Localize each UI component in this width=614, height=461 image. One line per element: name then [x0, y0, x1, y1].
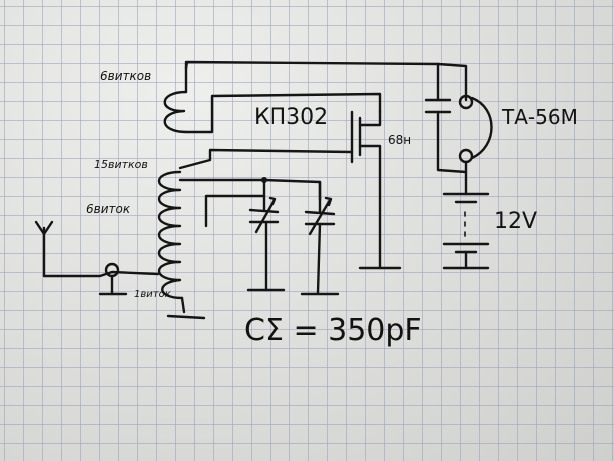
upper-coil-out	[184, 92, 382, 134]
fet-transistor-icon	[350, 110, 382, 270]
gate-wire	[178, 148, 354, 170]
capacitor-68n	[424, 62, 468, 174]
label-headphones: ТА-56М	[501, 105, 578, 129]
label-capacitor-small: 68н	[388, 133, 411, 147]
ground-icon	[98, 262, 128, 296]
variable-capacitor-icon	[246, 178, 286, 292]
capacitor-bus-return	[204, 194, 266, 228]
upper-coil	[163, 90, 188, 134]
antenna-wire	[42, 270, 160, 278]
battery-icon	[442, 178, 490, 270]
headphones-icon	[458, 94, 493, 182]
label-coil-top-turns: 6витков	[100, 69, 151, 83]
label-transistor: КП302	[254, 105, 328, 130]
label-battery-voltage: 12V	[494, 209, 537, 234]
label-capacitance-total: CΣ = 350pF	[244, 313, 422, 348]
main-coil	[158, 170, 184, 300]
label-coil-bottom-turns: 1виток	[134, 289, 171, 300]
variable-capacitor-icon	[300, 180, 340, 296]
label-coil-ant-turns: 6виток	[86, 202, 131, 216]
coil-bottom-lead	[180, 296, 186, 314]
drain-wire	[366, 110, 382, 127]
coil-ground-bar	[166, 314, 206, 320]
label-coil-tap-turns: 15витков	[94, 158, 148, 171]
antenna-icon	[34, 220, 54, 278]
